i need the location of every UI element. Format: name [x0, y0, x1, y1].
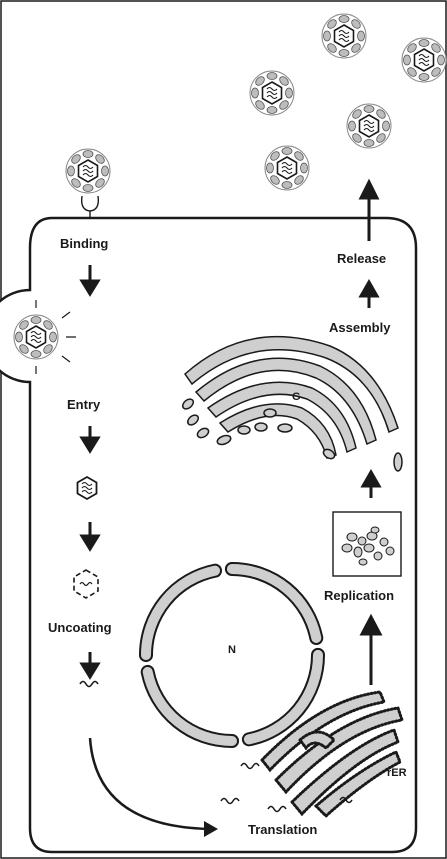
capsid-icon	[78, 477, 97, 499]
label-binding: Binding	[60, 236, 108, 251]
label-entry: Entry	[67, 397, 100, 412]
label-release: Release	[337, 251, 386, 266]
virion-released-4	[347, 104, 391, 148]
label-nucleus: N	[228, 644, 236, 656]
label-rough-er: rER	[387, 767, 407, 779]
virion-released-1	[322, 14, 366, 58]
virion-released-5	[265, 146, 309, 190]
receptor	[82, 196, 99, 218]
label-replication: Replication	[324, 588, 394, 603]
label-uncoating: Uncoating	[48, 620, 112, 635]
label-assembly: Assembly	[329, 320, 390, 335]
label-translation: Translation	[248, 822, 317, 837]
virion-released-2	[402, 38, 446, 82]
virion-binding	[66, 149, 110, 193]
virion-released-3	[250, 71, 294, 115]
label-golgi: G	[292, 391, 301, 403]
virion-entry	[14, 315, 58, 359]
